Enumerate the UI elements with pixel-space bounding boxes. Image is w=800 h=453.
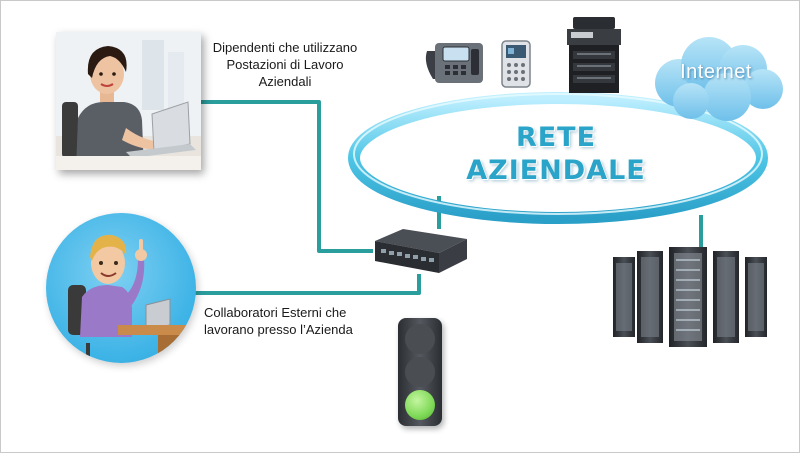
network-title: RETE AZIENDALE (456, 121, 656, 187)
server-unit-3 (669, 247, 707, 347)
traffic-light (398, 318, 442, 426)
cloud-icon (655, 37, 783, 121)
server-unit-5 (745, 257, 767, 337)
external-caption-line2: lavorano presso l’Azienda (204, 322, 353, 337)
server-unit-2 (637, 251, 663, 343)
employees-caption-line2: Postazioni di Lavoro (226, 57, 344, 72)
cloud-label: Internet (680, 61, 752, 83)
external-caption: Collaboratori Esterni che lavorano press… (204, 304, 394, 338)
external-caption-line1: Collaboratori Esterni che (204, 305, 347, 320)
traffic-light-red-lamp (405, 324, 435, 354)
traffic-light-green-lamp (405, 390, 435, 420)
server-unit-4 (713, 251, 739, 343)
network-title-line2: AZIENDALE (466, 155, 646, 186)
network-title-line1: RETE (515, 122, 597, 153)
employees-caption-line3: Aziendali (258, 74, 312, 89)
employee-photo (56, 32, 201, 170)
network-ring (348, 92, 768, 224)
employee-connection-line (199, 100, 373, 253)
ip-phone-icon (425, 43, 483, 83)
traffic-light-yellow-lamp (405, 357, 435, 387)
external-collaborator-figure (68, 234, 196, 363)
server-rack-icon (613, 247, 767, 347)
external-collaborator-avatar (46, 213, 196, 363)
server-unit-1 (613, 257, 635, 337)
employee-avatar (56, 32, 201, 170)
printer-icon (567, 17, 621, 93)
employees-caption: Dipendenti che utilizzano Postazioni di … (201, 39, 369, 90)
external-connection-line (189, 274, 421, 295)
terminal-device-icon (501, 40, 531, 88)
employees-caption-line1: Dipendenti che utilizzano (212, 40, 358, 55)
network-switch-icon (375, 229, 467, 273)
